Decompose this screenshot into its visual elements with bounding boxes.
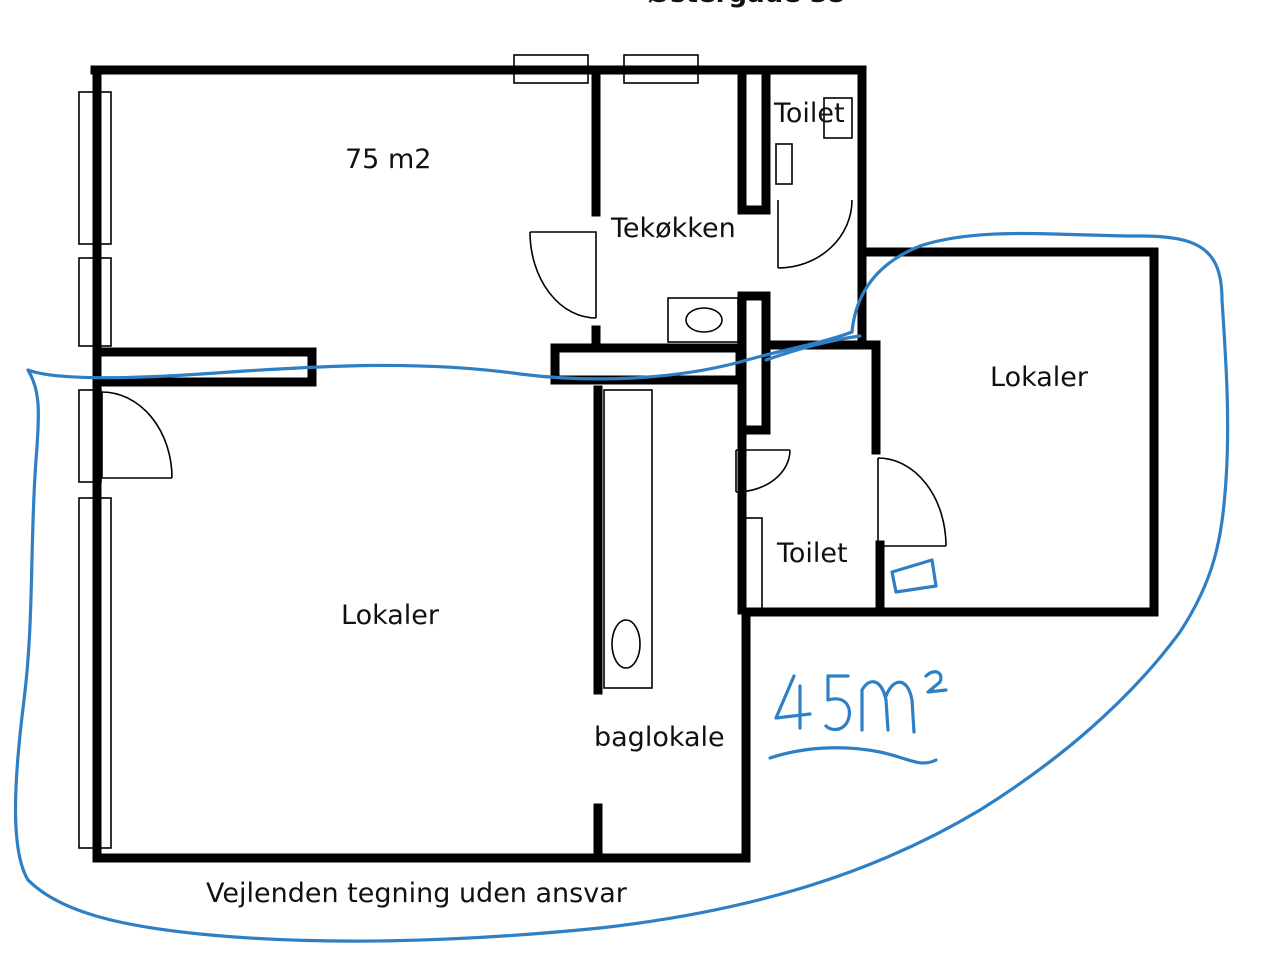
kitchen-sink <box>667 297 739 343</box>
disclaimer-text: Vejlenden tegning uden ansvar <box>206 878 628 909</box>
room-premises-main-label: Lokaler <box>341 600 440 631</box>
door-kitchen <box>529 231 597 319</box>
ink-digit-5 <box>824 674 851 732</box>
sink-icon <box>611 619 641 669</box>
ink-superscript-2 <box>924 670 948 694</box>
door-toilet-top <box>777 199 853 269</box>
door-toilet-small <box>735 449 791 493</box>
sink-basin-icon <box>685 307 723 333</box>
ink-markup: 45 m² <box>13 231 1230 943</box>
handwritten-area-label: 45 m² <box>780 726 786 729</box>
room-area-label: 75 m2 <box>345 144 431 175</box>
room-backroom-label: baglokale <box>594 722 725 753</box>
door-left <box>101 391 173 479</box>
ink-letter-m <box>860 680 916 734</box>
ink-toilet-shape <box>890 558 938 594</box>
ink-digit-4 <box>774 674 812 730</box>
room-premises-right-label: Lokaler <box>990 362 1089 393</box>
doors <box>101 199 947 547</box>
fixtures <box>603 97 853 689</box>
wall-toilet-bottom-top <box>761 340 881 455</box>
ink-outline-inner <box>764 334 862 362</box>
wall-shaft <box>737 291 771 435</box>
ink-outline <box>13 231 1230 943</box>
ink-underline <box>768 746 938 765</box>
room-toilet-bottom-label: Toilet <box>776 538 848 569</box>
window <box>743 517 763 611</box>
wall-mid-right <box>550 343 745 385</box>
room-kitchen-label: Tekøkken <box>610 213 736 244</box>
wall-annex-top <box>741 247 1159 617</box>
wall-toilet-top-left <box>737 65 771 215</box>
door-toilet-bottom <box>877 457 947 547</box>
toilet-sink-icon <box>775 143 793 185</box>
header-address: Østergade 35 <box>648 0 846 9</box>
counter <box>603 389 653 689</box>
toilet-bowl-icon <box>823 97 853 139</box>
room-toilet-top-label: Toilet <box>773 98 845 129</box>
